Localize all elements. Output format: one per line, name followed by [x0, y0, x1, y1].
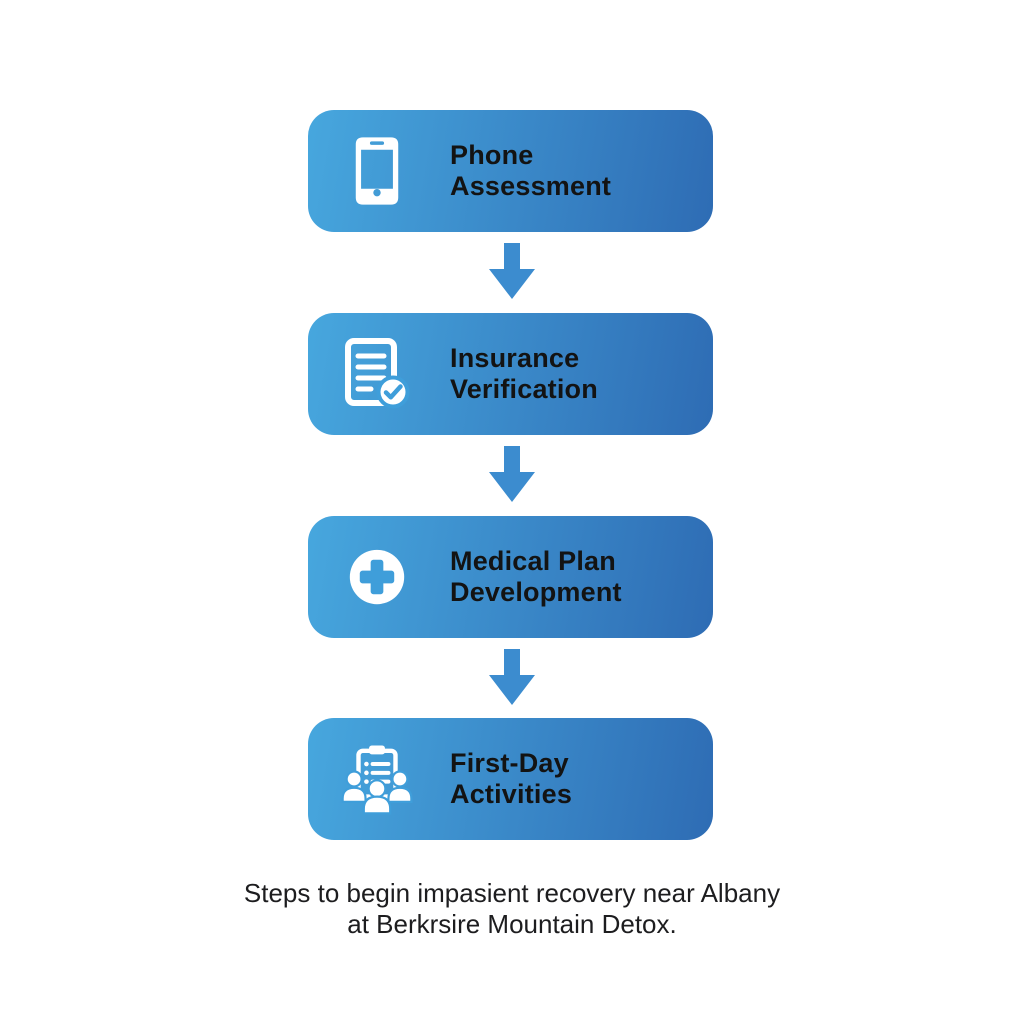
down-arrow-icon: [487, 446, 537, 504]
smartphone-icon: [340, 137, 414, 205]
step-first-day-activities: First-Day Activities: [308, 718, 713, 840]
diagram-caption: Steps to begin impasient recovery near A…: [243, 878, 781, 939]
step-label: Phone Assessment: [450, 140, 612, 201]
step-insurance-verification: Insurance Verification: [308, 313, 713, 435]
document-check-icon: [340, 337, 414, 411]
down-arrow-icon: [487, 243, 537, 301]
people-clipboard-icon: [340, 740, 414, 818]
step-label: First-Day Activities: [450, 748, 573, 809]
step-label: Medical Plan Development: [450, 546, 622, 607]
step-phone-assessment: Phone Assessment: [308, 110, 713, 232]
medical-cross-icon: [340, 548, 414, 606]
down-arrow-icon: [487, 649, 537, 707]
step-medical-plan-development: Medical Plan Development: [308, 516, 713, 638]
step-label: Insurance Verification: [450, 343, 598, 404]
